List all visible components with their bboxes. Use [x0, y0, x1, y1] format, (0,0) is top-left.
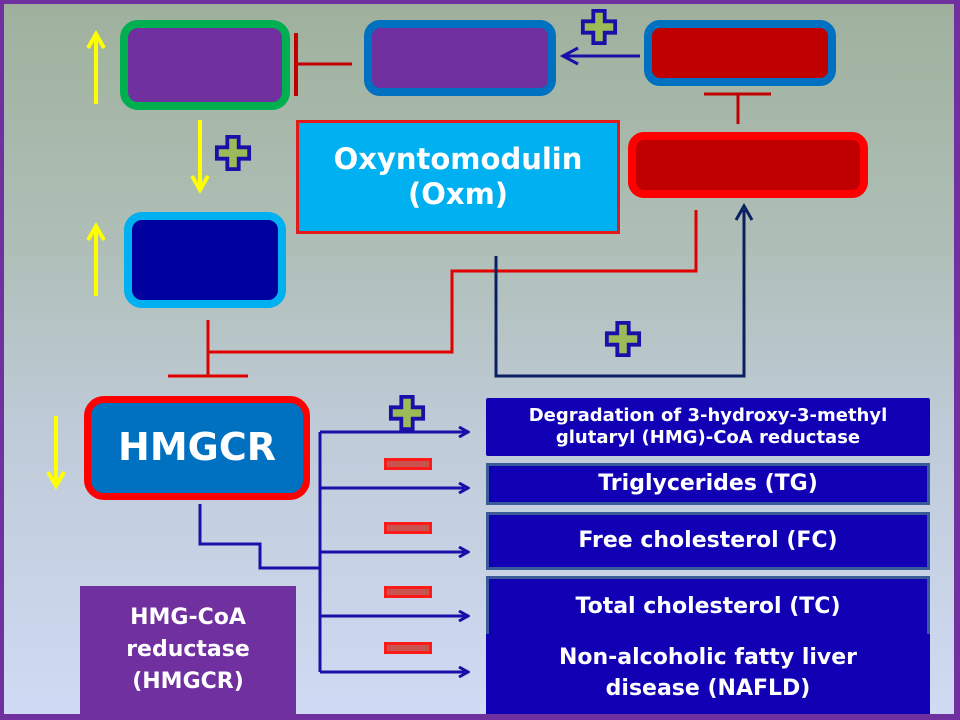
down-arrow-icon [190, 120, 210, 195]
minus-icon [384, 586, 432, 598]
inhibition-connector [294, 33, 352, 96]
minus-icon [384, 458, 432, 470]
minus-icon [384, 522, 432, 534]
node-purple-green [120, 20, 290, 110]
outcome-total-cholesterol: Total cholesterol (TC) [486, 576, 930, 636]
node-red-red [628, 132, 868, 198]
hmgcr-node: HMGCR [84, 396, 310, 500]
outcome-triglycerides: Triglycerides (TG) [486, 463, 930, 505]
legend-line1: HMG-CoA [130, 605, 246, 631]
legend-line2: reductase [126, 637, 250, 663]
up-arrow-icon [86, 221, 106, 296]
inhibition-connector [704, 92, 771, 124]
node-red-blue [644, 20, 836, 86]
minus-icon [384, 642, 432, 654]
outcome-hmgcr-degradation: Degradation of 3-hydroxy-3-methyl glutar… [486, 398, 930, 456]
outcome-label: disease (NAFLD) [605, 676, 811, 701]
node-purple-blue [364, 20, 556, 96]
outcome-label: Non-alcoholic fatty liver [558, 645, 858, 671]
outcome-label: Triglycerides (TG) [598, 470, 818, 496]
inhibition-connector [168, 210, 698, 378]
outcome-free-cholesterol: Free cholesterol (FC) [486, 512, 930, 570]
outcome-label: Total cholesterol (TC) [575, 594, 841, 620]
plus-icon [604, 320, 642, 358]
outcome-label: Degradation of 3-hydroxy-3-methyl [528, 405, 888, 427]
plus-icon [214, 134, 252, 172]
activation-connector [559, 46, 640, 66]
up-arrow-icon [86, 29, 106, 104]
plus-icon [580, 8, 618, 46]
activation-connector [494, 202, 754, 378]
plus-icon [388, 394, 426, 432]
node-navy [124, 212, 286, 308]
outcome-label: glutaryl (HMG)-CoA reductase [555, 427, 861, 448]
hmgcr-label: HMGCR [118, 425, 276, 470]
oxm-label-line1: Oxyntomodulin [333, 142, 583, 177]
oxyntomodulin-node: Oxyntomodulin (Oxm) [296, 120, 620, 234]
outcome-nafld: Non-alcoholic fatty liver disease (NAFLD… [486, 634, 930, 714]
down-arrow-icon [46, 416, 66, 491]
legend-line3: (HMGCR) [132, 668, 244, 694]
hmgcr-legend-box: HMG-CoA reductase (HMGCR) [80, 586, 296, 714]
outcome-label: Free cholesterol (FC) [578, 527, 838, 553]
oxm-label-line2: (Oxm) [407, 177, 509, 211]
